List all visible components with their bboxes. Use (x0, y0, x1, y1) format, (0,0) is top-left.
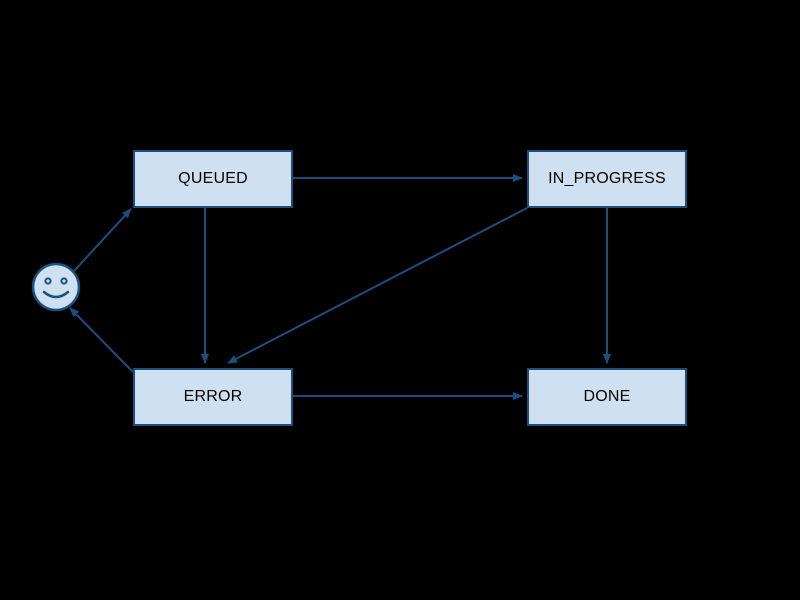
state-node-error[interactable]: ERROR (133, 368, 293, 426)
state-node-label: QUEUED (178, 170, 248, 187)
state-node-label: IN_PROGRESS (548, 170, 666, 187)
edge-in-progress-to-error (227, 207, 528, 364)
smiley-mouth-icon (42, 290, 70, 299)
state-node-in-progress[interactable]: IN_PROGRESS (527, 150, 687, 208)
smiley-right-eye-icon (60, 277, 68, 285)
state-node-label: DONE (583, 388, 631, 405)
edge-error-to-start (69, 307, 134, 373)
state-node-done[interactable]: DONE (527, 368, 687, 426)
state-node-label: ERROR (183, 388, 243, 405)
state-node-queued[interactable]: QUEUED (133, 150, 293, 208)
edge-start-to-queued (73, 208, 132, 272)
smiley-face-icon (31, 262, 81, 312)
smiley-left-eye-icon (44, 277, 52, 285)
start-state-smiley[interactable] (31, 262, 81, 312)
